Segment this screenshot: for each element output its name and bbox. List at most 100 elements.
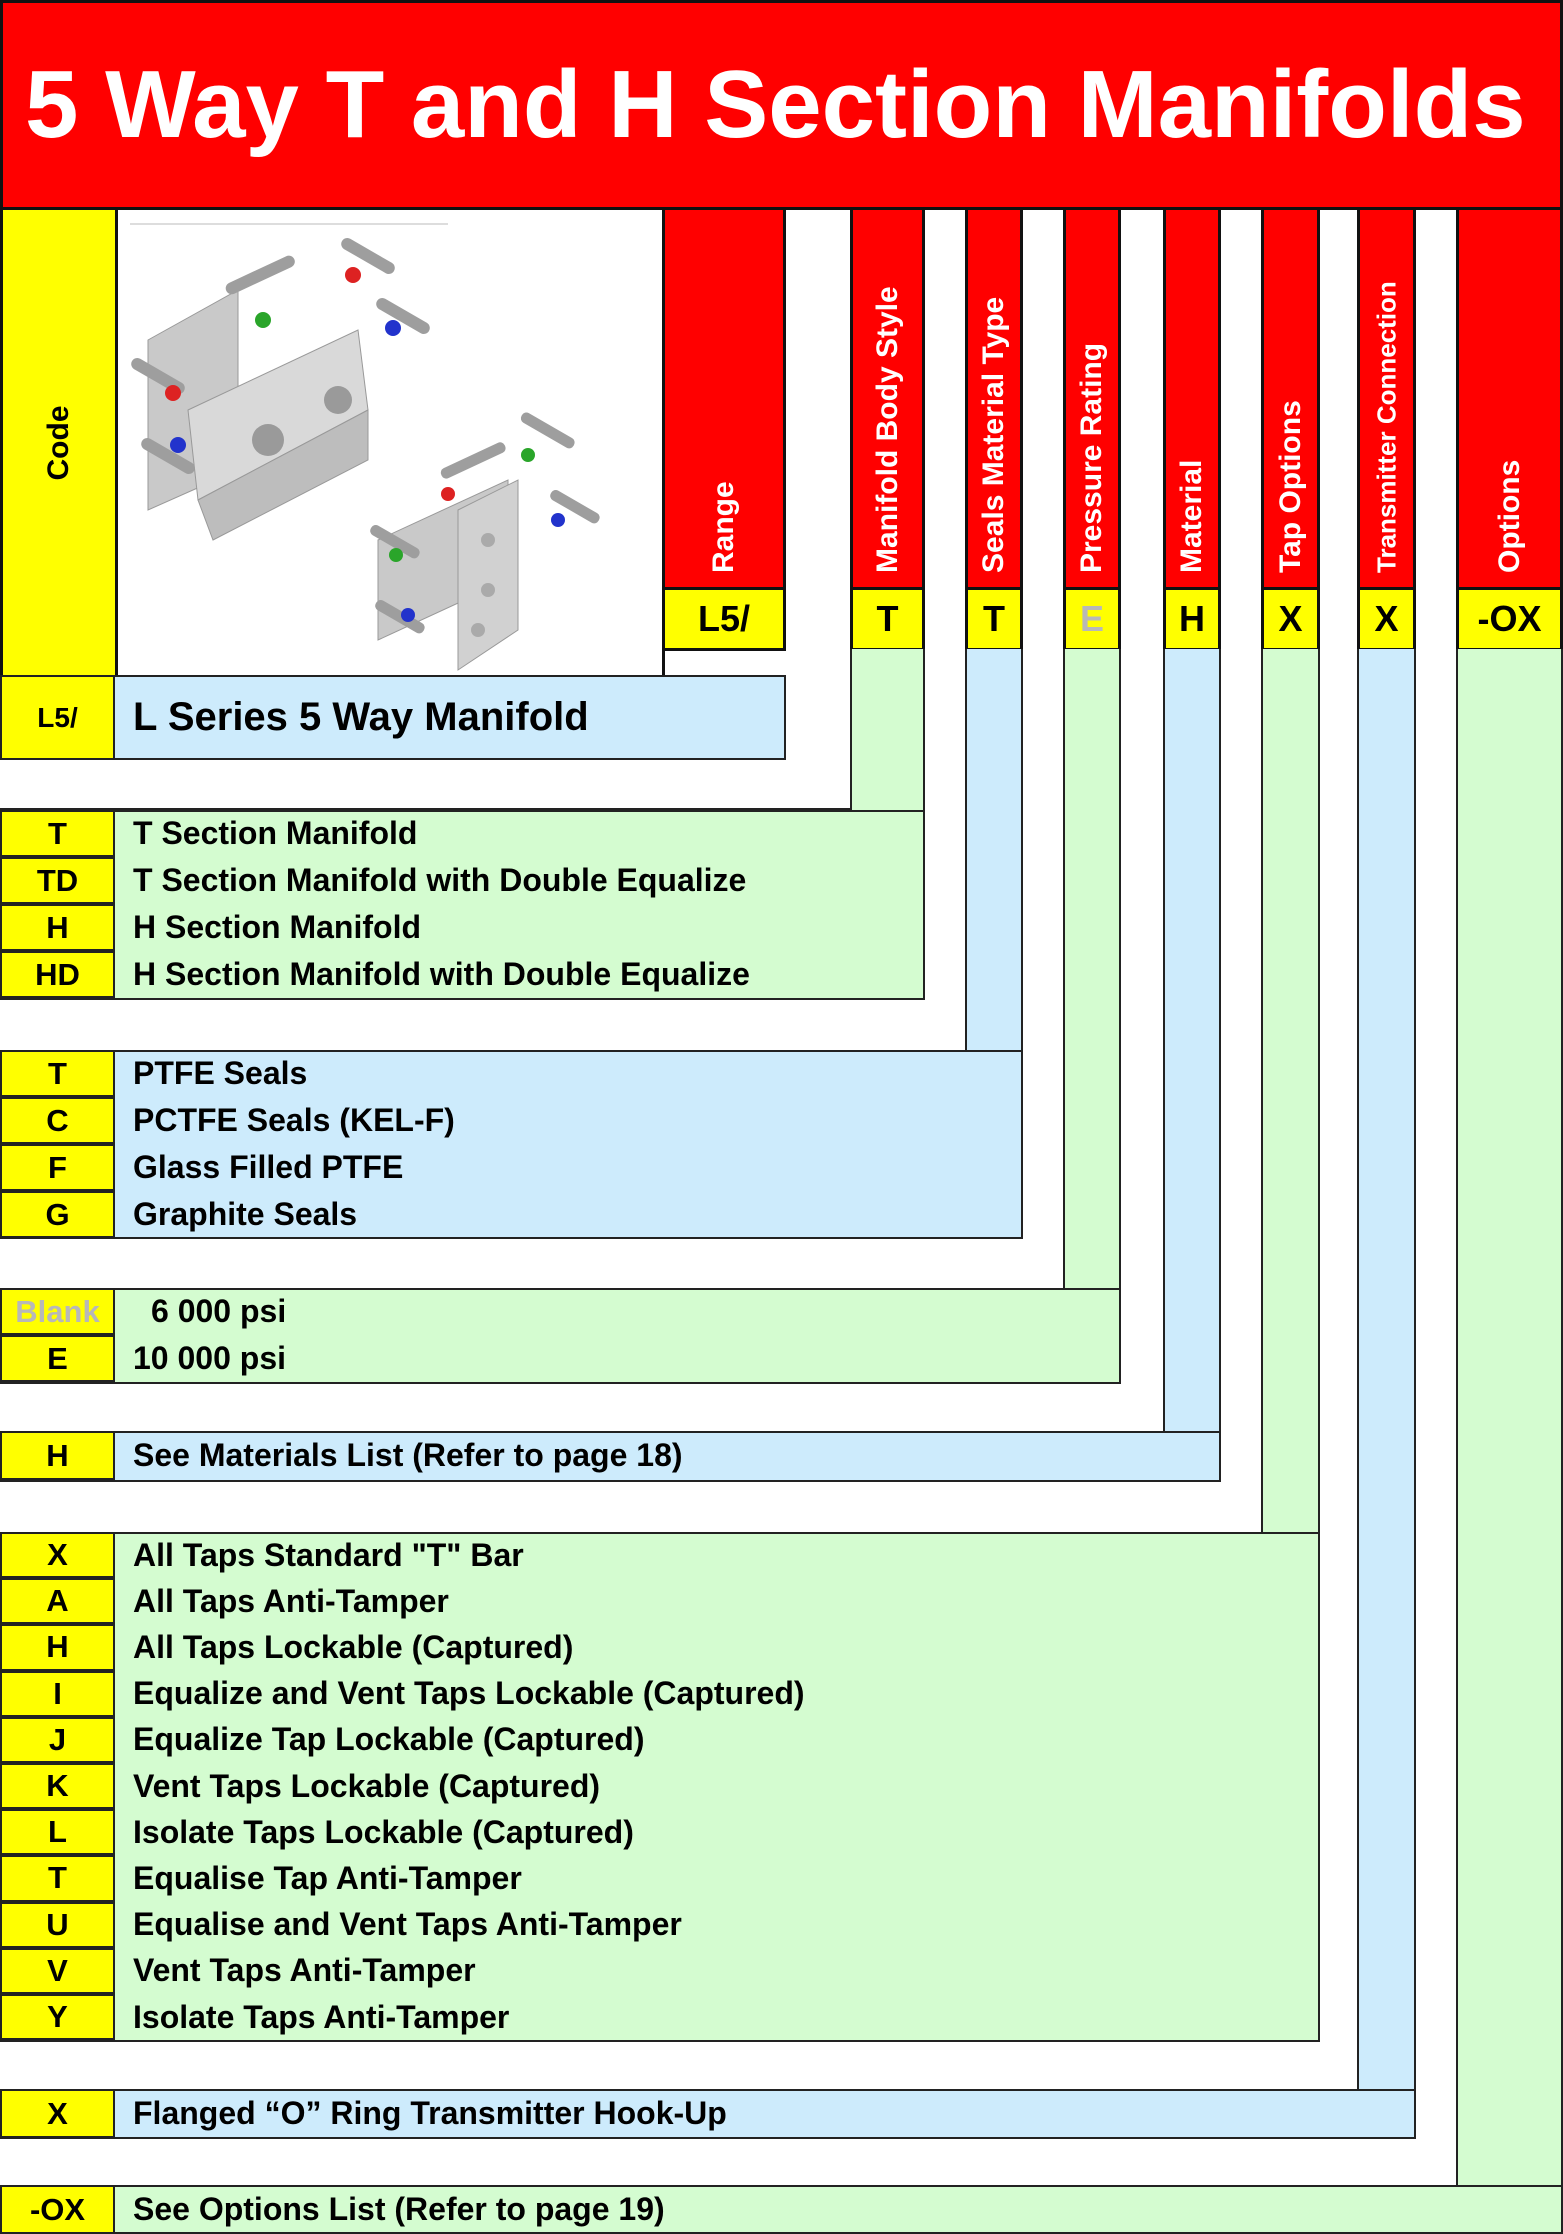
column-label: Material <box>1175 459 1208 573</box>
code-box-transmitter: X <box>1357 587 1416 651</box>
code-box-tap-options: X <box>1261 587 1320 651</box>
tap-option-row: J Equalize Tap Lockable (Captured) <box>0 1716 1320 1763</box>
option-description: H Section Manifold with Double Equalize <box>133 956 750 992</box>
option-description: All Taps Standard "T" Bar <box>133 1536 524 1573</box>
option-description: Equalise Tap Anti-Tamper <box>133 1859 522 1896</box>
code-box-options: -OX <box>1456 587 1563 651</box>
list-item: L5/ L Series 5 Way Manifold <box>0 675 786 760</box>
option-description: L Series 5 Way Manifold <box>133 695 589 739</box>
column-header-pressure: Pressure Rating <box>1063 207 1121 590</box>
option-description: Isolate Taps Anti-Tamper <box>133 1998 510 2035</box>
connector-tap-options <box>0 1480 1263 1534</box>
connector-material <box>0 1382 1165 1433</box>
option-description: 10 000 psi <box>133 1340 286 1376</box>
option-code: L <box>0 1809 115 1856</box>
option-code: T <box>0 1855 115 1902</box>
option-description: T Section Manifold <box>133 815 418 851</box>
option-description: Equalize Tap Lockable (Captured) <box>133 1721 645 1758</box>
stripe-transmitter <box>1357 649 1416 2091</box>
option-description: Equalize and Vent Taps Lockable (Capture… <box>133 1675 805 1712</box>
section-range <box>0 675 786 760</box>
connector-seals <box>0 998 967 1052</box>
column-label: Pressure Rating <box>1075 342 1108 573</box>
stripe-options <box>1456 649 1563 2187</box>
column-label: Tap Options <box>1273 400 1307 573</box>
tap-option-row: L Isolate Taps Lockable (Captured) <box>0 1809 1320 1856</box>
option-code: L5/ <box>0 675 115 760</box>
option-description: Graphite Seals <box>133 1196 358 1232</box>
option-code: Blank <box>0 1288 115 1335</box>
stripe-body-style <box>850 649 925 810</box>
page-title: 5 Way T and H Section Manifolds <box>0 0 1563 210</box>
option-code: A <box>0 1578 115 1625</box>
option-code: V <box>0 1947 115 1994</box>
option-code: F <box>0 1144 115 1191</box>
connector-body-style <box>0 758 852 810</box>
code-box-pressure: E <box>1063 587 1121 651</box>
column-label: Manifold Body Style <box>870 286 904 573</box>
stripe-material <box>1163 649 1221 1433</box>
option-code: G <box>0 1191 115 1238</box>
section-options <box>0 2185 1563 2234</box>
option-code: U <box>0 1901 115 1948</box>
material-row: H See Materials List (Refer to page 18) <box>0 1431 1221 1480</box>
body-style-row: H H Section Manifold <box>0 904 925 951</box>
column-label: Options <box>1492 459 1526 573</box>
code-header-label: Code <box>42 405 75 480</box>
option-code: TD <box>0 857 115 904</box>
column-header-seals: Seals Material Type <box>965 207 1023 590</box>
column-header-tap-options: Tap Options <box>1261 207 1320 590</box>
option-code: T <box>0 1050 115 1097</box>
option-description: See Materials List (Refer to page 18) <box>133 1437 683 1473</box>
option-code: X <box>0 1532 115 1579</box>
option-code: K <box>0 1763 115 1810</box>
option-code: T <box>0 810 115 857</box>
option-description: All Taps Lockable (Captured) <box>133 1628 574 1665</box>
section-pressure <box>0 1288 1121 1384</box>
tap-option-row: V Vent Taps Anti-Tamper <box>0 1947 1320 1994</box>
connector-options <box>0 2137 1458 2187</box>
option-description: Vent Taps Anti-Tamper <box>133 1952 476 1989</box>
body-style-row: T T Section Manifold <box>0 810 925 857</box>
option-description: Isolate Taps Lockable (Captured) <box>133 1813 634 1850</box>
connector-transmitter <box>0 2040 1359 2091</box>
column-label: Range <box>707 481 740 573</box>
code-column-header: Code <box>0 207 118 678</box>
option-description: T Section Manifold with Double Equalize <box>133 862 747 898</box>
option-code: -OX <box>0 2185 115 2234</box>
option-code: J <box>0 1716 115 1763</box>
option-description: Flanged “O” Ring Transmitter Hook-Up <box>133 2095 727 2131</box>
section-material <box>0 1431 1221 1482</box>
tap-option-row: H All Taps Lockable (Captured) <box>0 1624 1320 1671</box>
column-label: Seals Material Type <box>977 296 1010 573</box>
body-style-row: TD T Section Manifold with Double Equaliz… <box>0 857 925 904</box>
option-code: H <box>0 1624 115 1671</box>
option-description: H Section Manifold <box>133 909 421 945</box>
column-header-transmitter: Transmitter Connection <box>1357 207 1416 590</box>
code-box-body-style: T <box>850 587 925 651</box>
code-box-range: L5/ <box>662 587 786 651</box>
column-header-body-style: Manifold Body Style <box>850 207 925 590</box>
option-code: H <box>0 1431 115 1480</box>
manifold-render-icon <box>130 223 600 671</box>
column-header-options: Options <box>1456 207 1563 590</box>
option-code: H <box>0 904 115 951</box>
stripe-pressure <box>1063 649 1121 1290</box>
product-image <box>115 207 665 678</box>
option-code: X <box>0 2089 115 2138</box>
column-header-material: Material <box>1163 207 1221 590</box>
transmitter-row: X Flanged “O” Ring Transmitter Hook-Up <box>0 2089 1416 2138</box>
section-transmitter <box>0 2089 1416 2139</box>
section-tap-options <box>0 1532 1320 2042</box>
tap-option-row: X All Taps Standard "T" Bar <box>0 1532 1320 1579</box>
column-header-range: Range <box>662 207 786 590</box>
